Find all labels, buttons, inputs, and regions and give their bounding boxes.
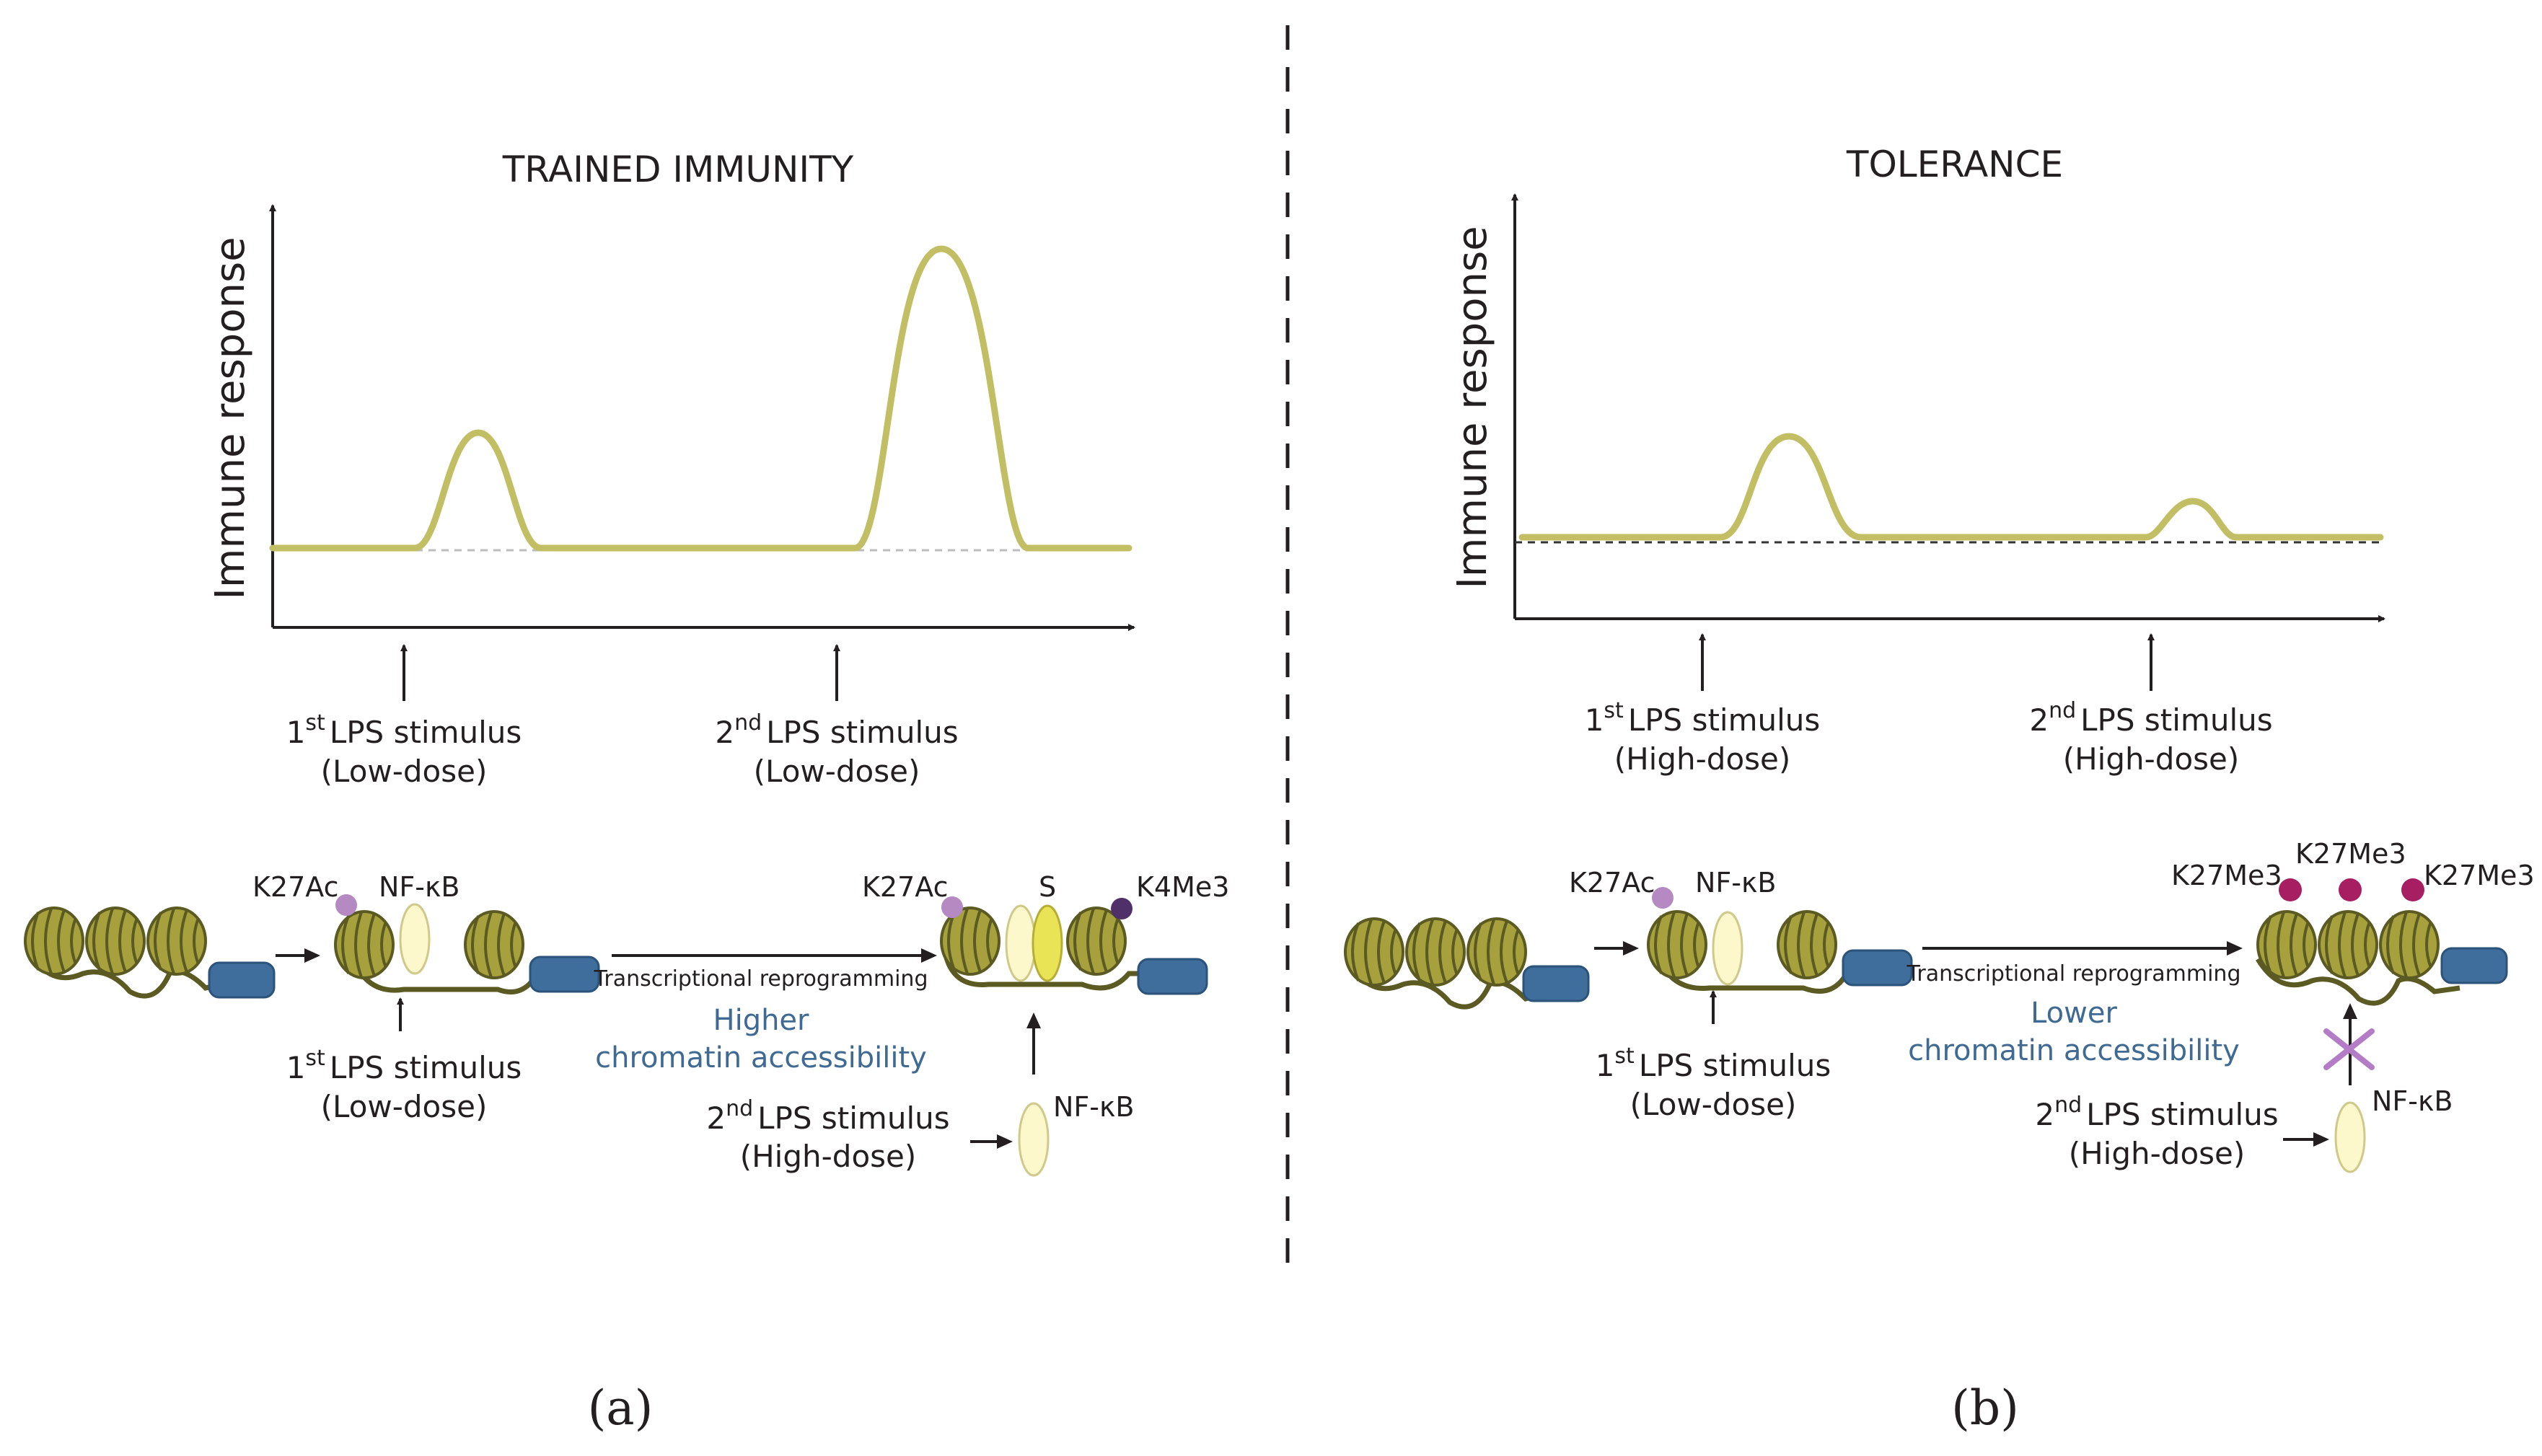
- nf-kb-factor: [399, 903, 431, 975]
- nucleosome: [2379, 910, 2440, 979]
- blocked-cross-icon: [2323, 1028, 2375, 1070]
- panel-a-response-curve: [269, 245, 1133, 552]
- panel-b-nfkb-left: NF-κB: [1695, 867, 1776, 899]
- s-factor: [1032, 904, 1063, 982]
- gene-box: [529, 956, 600, 993]
- nf-kb-factor: [1712, 911, 1743, 986]
- gene-box: [2440, 947, 2508, 984]
- panel-b-axes: [1511, 193, 2385, 622]
- nucleosome: [1647, 910, 1707, 979]
- nucleosome: [940, 906, 1000, 976]
- gene-box: [1522, 965, 1590, 1002]
- panel-a-chromatin-trained: [940, 896, 1208, 995]
- panel-a-chromatin-step1: [334, 894, 600, 994]
- nucleosome: [146, 906, 207, 976]
- panel-b-nfkb-right: NF-κB: [2372, 1085, 2453, 1117]
- panel-b-stim1-dose: (High-dose): [1614, 741, 1791, 777]
- panel-b-stim2-dose: (High-dose): [2063, 741, 2240, 777]
- panel-b-k27ac-left: K27Ac: [1569, 867, 1655, 899]
- panel-a-stim2-dose: (Low-dose): [754, 754, 920, 789]
- panel-a-accessibility-line1: Higher: [713, 1004, 810, 1037]
- k27ac-mark: [1652, 887, 1674, 909]
- panel-a-bottom-stim2-dose: (High-dose): [740, 1139, 917, 1174]
- k27me3-mark: [2279, 878, 2302, 901]
- nucleosome: [1344, 917, 1404, 987]
- panel-b-k27me3-3: K27Me3: [2424, 860, 2535, 891]
- panel-b-title: TOLERANCE: [1846, 144, 2063, 185]
- nucleosome: [334, 910, 395, 979]
- panel-a-nfkb-right: NF-κB: [1053, 1091, 1134, 1123]
- nucleosome: [1405, 917, 1466, 987]
- nucleosome: [85, 906, 146, 976]
- panel-a-accessibility-line2: chromatin accessibility: [595, 1041, 927, 1075]
- nf-kb-free: [2334, 1101, 2366, 1173]
- panel-a-stim1-dose: (Low-dose): [321, 754, 488, 789]
- panel-b-bottom-stim2-dose: (High-dose): [2069, 1136, 2246, 1171]
- nucleosome: [2256, 910, 2317, 979]
- panel-a-axes: [269, 204, 1135, 631]
- panel-a-reprogramming-label: Transcriptional reprogramming: [593, 966, 928, 992]
- panel-a-title: TRAINED IMMUNITY: [502, 149, 854, 190]
- panel-b-accessibility-line1: Lower: [2031, 997, 2117, 1030]
- nucleosome: [1777, 910, 1837, 979]
- panel-b-reprogramming-label: Transcriptional reprogramming: [1906, 961, 2240, 987]
- panel-b-letter: (b): [1951, 1380, 2019, 1436]
- k27ac-mark: [335, 894, 357, 916]
- panel-a-letter: (a): [588, 1380, 654, 1436]
- panel-a-bottom-stim1-dose: (Low-dose): [321, 1089, 488, 1124]
- gene-box: [1842, 949, 1913, 987]
- panel-b-y-label: Immune response: [1449, 226, 1496, 588]
- panel-a-chromatin-initial: [24, 906, 276, 999]
- k27me3-mark: [2401, 878, 2424, 901]
- panel-a-k27ac-right: K27Ac: [862, 871, 949, 903]
- panel-b-k27me3-2: K27Me3: [2295, 838, 2406, 870]
- nucleosome: [1466, 917, 1527, 987]
- nucleosome: [2318, 910, 2378, 979]
- panel-b-response-curve: [1518, 433, 2384, 541]
- nucleosome: [464, 910, 524, 979]
- k27ac-mark: [941, 896, 963, 918]
- panel-a-k4me3: K4Me3: [1136, 871, 1229, 903]
- nf-kb-free: [1018, 1102, 1050, 1177]
- panel-b-accessibility-line2: chromatin accessibility: [1908, 1034, 2240, 1067]
- panel-b-chromatin-initial: [1344, 917, 1590, 1010]
- panel-b-k27me3-1: K27Me3: [2171, 860, 2282, 891]
- nucleosome: [24, 906, 84, 976]
- nf-kb-factor: [1005, 904, 1037, 982]
- panel-b-chromatin-tolerant: [2255, 878, 2508, 1006]
- panel-a-s-label: S: [1039, 871, 1056, 903]
- panel-b-bottom-stim1-dose: (Low-dose): [1630, 1087, 1797, 1122]
- panel-a-y-label: Immune response: [207, 237, 254, 599]
- gene-box: [1137, 958, 1208, 995]
- panel-a-k27ac-left: K27Ac: [252, 871, 339, 903]
- panel-a-nfkb-left: NF-κB: [379, 871, 459, 903]
- gene-box: [208, 961, 276, 999]
- k27me3-mark: [2339, 878, 2362, 901]
- panel-b-chromatin-step1: [1647, 887, 1913, 994]
- k4me3-mark: [1111, 898, 1133, 919]
